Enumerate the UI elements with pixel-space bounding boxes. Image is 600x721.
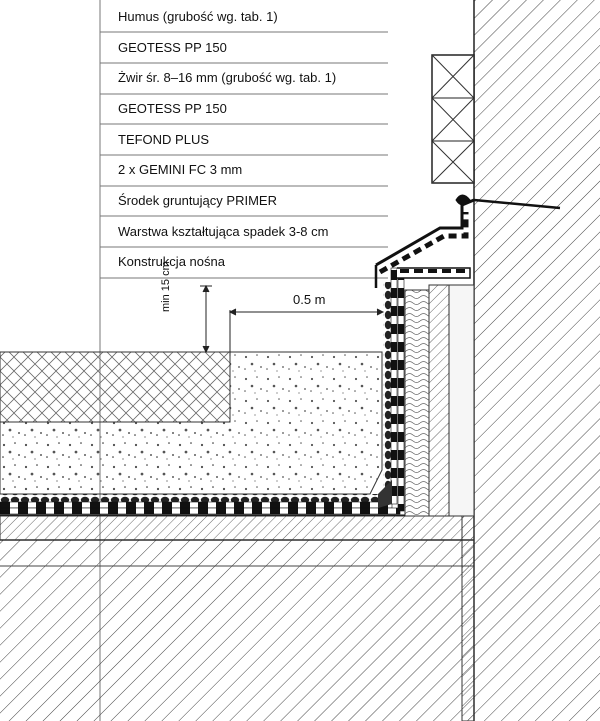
layer-label-geotess-upper: GEOTESS PP 150 bbox=[118, 40, 227, 55]
layer-label-geotess-lower: GEOTESS PP 150 bbox=[118, 101, 227, 116]
dimension-vertical-label: min 15 cm bbox=[160, 261, 172, 312]
layer-label-tefond: TEFOND PLUS bbox=[118, 132, 210, 147]
layer-label-humus: Humus (grubość wg. tab. 1) bbox=[118, 9, 278, 24]
waterproofing-vertical bbox=[378, 267, 405, 512]
upper-insulation-block bbox=[431, 54, 475, 184]
layer-label-slope: Warstwa kształtująca spadek 3-8 cm bbox=[118, 224, 329, 239]
dimension-lines bbox=[200, 284, 385, 356]
layer-label-gemini: 2 x GEMINI FC 3 mm bbox=[118, 162, 243, 177]
waterproofing-horizontal bbox=[0, 494, 405, 516]
layer-label-gravel: Żwir śr. 8–16 mm (grubość wg. tab. 1) bbox=[118, 70, 337, 85]
flashing bbox=[374, 194, 561, 288]
layer-label-structure: Konstrukcja nośna bbox=[118, 254, 225, 269]
gravel-layer bbox=[0, 351, 383, 495]
humus-layer bbox=[0, 351, 231, 423]
dimension-horizontal-label: 0.5 m bbox=[293, 292, 326, 307]
slope-layer bbox=[0, 515, 475, 541]
wall-insulation bbox=[404, 284, 475, 721]
layer-label-primer: Środek gruntujący PRIMER bbox=[118, 193, 277, 208]
